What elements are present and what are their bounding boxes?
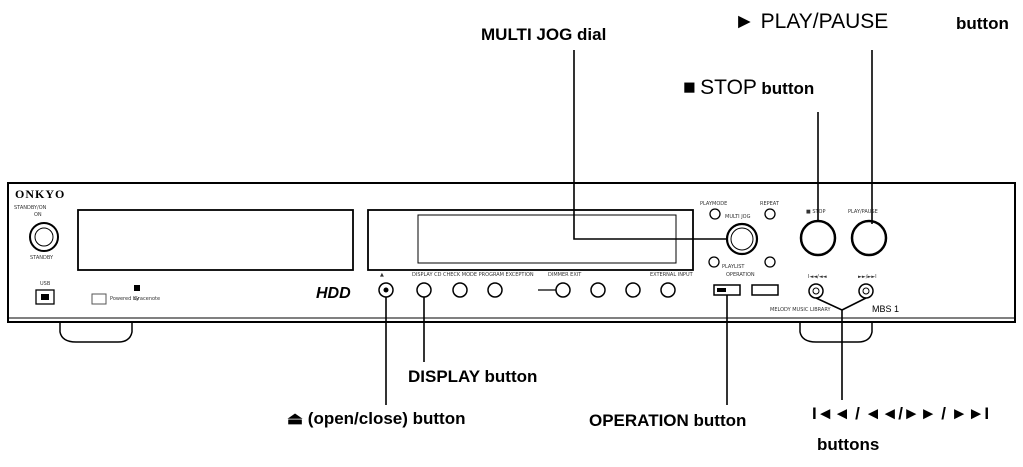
exit-button[interactable] [590, 282, 606, 298]
mode-button[interactable] [452, 282, 468, 298]
model-name: MBS 1 [872, 304, 899, 314]
panel-small-text-2: Gracenote [134, 296, 160, 302]
display-callout: DISPLAY button [408, 367, 538, 386]
usb-port-inner [41, 294, 49, 300]
standby-on-tick: ON [34, 212, 42, 218]
skip-fwd-label: ►►/►►I [858, 274, 877, 280]
skip-symbols-callout: I◄◄ / ◄◄/►► / ►►I [812, 404, 990, 423]
external-input-button[interactable] [660, 282, 676, 298]
play-pause-button-word: button [956, 14, 1009, 33]
disc-logo-icon [91, 293, 107, 305]
dimmer-button[interactable] [555, 282, 571, 298]
library-strip: MELODY MUSIC LIBRARY [770, 307, 831, 313]
open-close-callout: ⏏ (open/close) button [287, 409, 466, 428]
repeat-label: REPEAT [760, 201, 780, 207]
playpause-panel-label: PLAY/PAUSE [848, 209, 878, 215]
brand-logo: ONKYO [15, 187, 65, 201]
pause-text: PAUSE [818, 10, 889, 33]
standby-label: STANDBY/ON [14, 205, 47, 211]
left-display-window [77, 209, 354, 271]
setup-button[interactable] [625, 282, 641, 298]
skip-buttons-callout: buttons [817, 435, 880, 454]
stop-icon: ■ [683, 76, 696, 99]
multi-jog-dial-inner [730, 227, 754, 251]
play-pause-button[interactable] [850, 219, 888, 257]
display-button[interactable] [416, 282, 432, 298]
multi-jog-leader [573, 50, 728, 240]
operation-panel-label: OPERATION [726, 272, 755, 278]
eject-tick: ▲ [380, 272, 384, 278]
skip-back-button-ring [812, 287, 820, 295]
multijog-panel-label: MULTI JOG [725, 214, 751, 220]
stop-panel-label: ■ STOP [806, 209, 826, 215]
stop-button[interactable] [799, 219, 837, 257]
playmode-button[interactable] [709, 208, 721, 220]
repeat-button[interactable] [764, 208, 776, 220]
external-input-label: EXTERNAL INPUT [650, 272, 694, 278]
usb-label: USB [40, 281, 51, 287]
play-pause-text: PLAY/ [760, 10, 819, 33]
playlist-button[interactable] [708, 256, 720, 268]
skip-back-label: I◄◄/◄◄ [808, 274, 827, 280]
playlist-label: PLAYLIST [722, 264, 745, 270]
multi-jog-callout: MULTI JOG dial [481, 25, 607, 44]
tiny-square-icon [134, 285, 140, 291]
stop-button-word: button [761, 79, 815, 98]
left-foot [59, 321, 133, 343]
skip-leader-right [841, 297, 867, 311]
timer-button[interactable] [751, 284, 779, 296]
operation-callout: OPERATION button [589, 411, 747, 430]
standby-on-button-rim [34, 227, 54, 247]
leader-lines [385, 50, 873, 405]
display-row-label: DISPLAY CD CHECK MODE PROGRAM EXCEPTION [412, 272, 534, 278]
play-icon: ► [734, 10, 755, 33]
panel-small-text-1: Powered by [110, 296, 139, 302]
hdd-logo: HDD [316, 285, 351, 302]
play-pause-callout: ► PLAY/PAUSE [734, 11, 888, 32]
stop-text: STOP [700, 76, 757, 99]
playmode-label: PLAYMODE [700, 201, 727, 207]
stop-callout: ■ STOP button [683, 77, 814, 98]
program-button[interactable] [487, 282, 503, 298]
dimmer-label: DIMMER EXIT [548, 272, 582, 278]
play-list-button[interactable] [764, 256, 776, 268]
right-foot [799, 321, 873, 343]
eject-button-dot [383, 287, 389, 293]
standby-sublabel: STANDBY [30, 255, 54, 261]
operation-button-knob [717, 288, 726, 292]
skip-forward-button-ring [862, 287, 870, 295]
